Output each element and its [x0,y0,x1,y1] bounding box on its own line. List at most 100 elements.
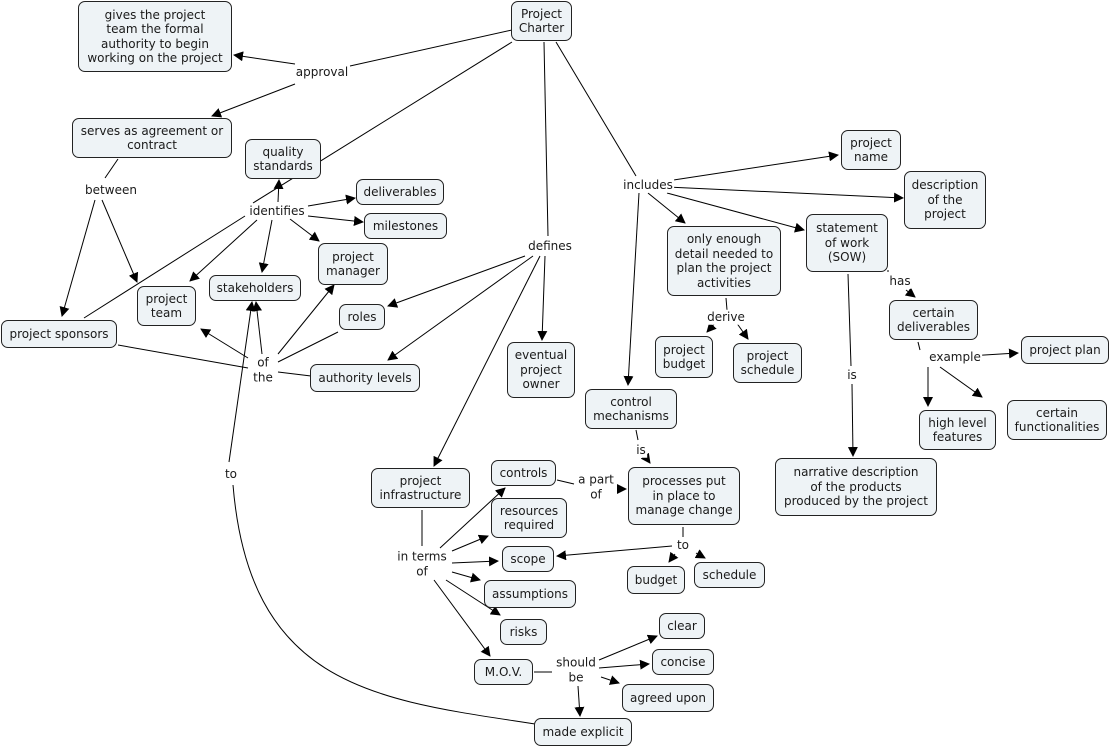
node-certain-deliverables[interactable]: certain deliverables [889,300,978,340]
node-project-description[interactable]: description of the project [904,171,986,229]
link-example: example [928,349,982,365]
edge [451,534,489,552]
node-authority-levels[interactable]: authority levels [310,364,420,392]
node-assumptions[interactable]: assumptions [484,580,576,608]
node-made-explicit[interactable]: made explicit [534,718,632,746]
edge [101,199,139,283]
node-narrative-description[interactable]: narrative description of the products pr… [775,458,937,516]
node-only-enough-detail[interactable]: only enough detail needed to plan the pr… [667,226,781,296]
node-milestones[interactable]: milestones [364,213,447,239]
edge [445,579,501,616]
edge [233,51,296,65]
edge [277,371,312,377]
node-stakeholders[interactable]: stakeholders [209,275,301,301]
node-certain-functionalities[interactable]: certain functionalities [1007,400,1107,440]
node-agreement-contract[interactable]: serves as agreement or contract [72,118,232,158]
edge [433,579,491,657]
edge [433,255,541,467]
node-project-charter[interactable]: Project Charter [511,1,572,41]
node-resources-required[interactable]: resources required [491,498,567,538]
node-high-level-features[interactable]: high level features [919,410,996,450]
edge [694,549,706,559]
node-concise[interactable]: concise [652,649,714,675]
link-includes: includes [622,177,674,193]
node-control-mechanisms[interactable]: control mechanisms [585,389,677,429]
node-scope[interactable]: scope [502,546,554,572]
edge [289,218,320,242]
node-statement-of-work[interactable]: statement of work (SOW) [806,214,888,272]
node-project-sponsors[interactable]: project sponsors [1,320,117,348]
node-project-name[interactable]: project name [841,130,901,170]
node-formal-authority[interactable]: gives the project team the formal author… [78,1,232,72]
edge [387,255,526,308]
edge [623,192,640,386]
edge [666,151,839,182]
edge [277,331,339,363]
edge [451,556,499,567]
node-mov[interactable]: M.O.V. [474,659,533,685]
link-in-terms-of: in terms of [396,549,448,579]
node-quality-standards[interactable]: quality standards [245,139,321,179]
link-a-part-of: a part of [577,472,615,502]
edge [598,634,658,661]
edge [211,83,296,118]
link-derive: derive [706,309,746,325]
link-has: has [888,273,912,289]
link-is-sow: is [846,367,858,383]
edge [847,383,858,457]
node-agreed-upon[interactable]: agreed upon [622,684,714,712]
link-to-explicit: to [223,466,239,482]
link-defines: defines [527,238,573,254]
edge [273,179,284,203]
edge [307,215,364,226]
edge [556,545,673,561]
link-identifies: identifies [248,203,306,219]
edge [232,484,536,725]
edge [228,301,256,463]
node-processes[interactable]: processes put in place to manage change [628,467,740,525]
edge [277,284,335,355]
edge [189,219,258,282]
node-schedule[interactable]: schedule [694,562,765,588]
edge [917,341,921,351]
edge [543,41,549,237]
edge [635,429,639,441]
link-is-control: is [635,442,647,458]
link-approval: approval [294,64,350,80]
node-project-team[interactable]: project team [137,286,196,326]
node-roles[interactable]: roles [339,304,385,330]
node-project-infrastructure[interactable]: project infrastructure [371,468,470,508]
node-project-plan[interactable]: project plan [1021,336,1109,364]
link-of-the: of the [252,355,274,385]
edge [735,321,749,340]
edge [83,215,246,319]
edge [666,186,904,203]
node-eventual-project-owner[interactable]: eventual project owner [507,342,575,398]
edge [200,328,249,359]
node-budget[interactable]: budget [627,566,685,594]
edge [117,344,249,369]
edge [104,158,119,179]
edge [668,551,679,563]
edge [847,273,852,367]
edge [537,255,548,341]
node-project-schedule[interactable]: project schedule [733,343,802,383]
node-deliverables[interactable]: deliverables [356,179,444,205]
link-should-be: should be [555,655,597,685]
edge [598,659,650,670]
edge [939,366,983,398]
edge [647,192,686,224]
edge [252,301,263,355]
edge [725,297,728,311]
edge [349,29,513,67]
edge [451,571,481,583]
link-between: between [84,182,138,198]
edge [556,479,575,485]
node-controls[interactable]: controls [491,460,556,486]
node-clear[interactable]: clear [659,613,705,639]
node-project-budget[interactable]: project budget [655,336,713,378]
node-project-manager[interactable]: project manager [318,243,388,285]
node-risks[interactable]: risks [500,619,547,645]
link-to-processes: to [675,537,691,553]
